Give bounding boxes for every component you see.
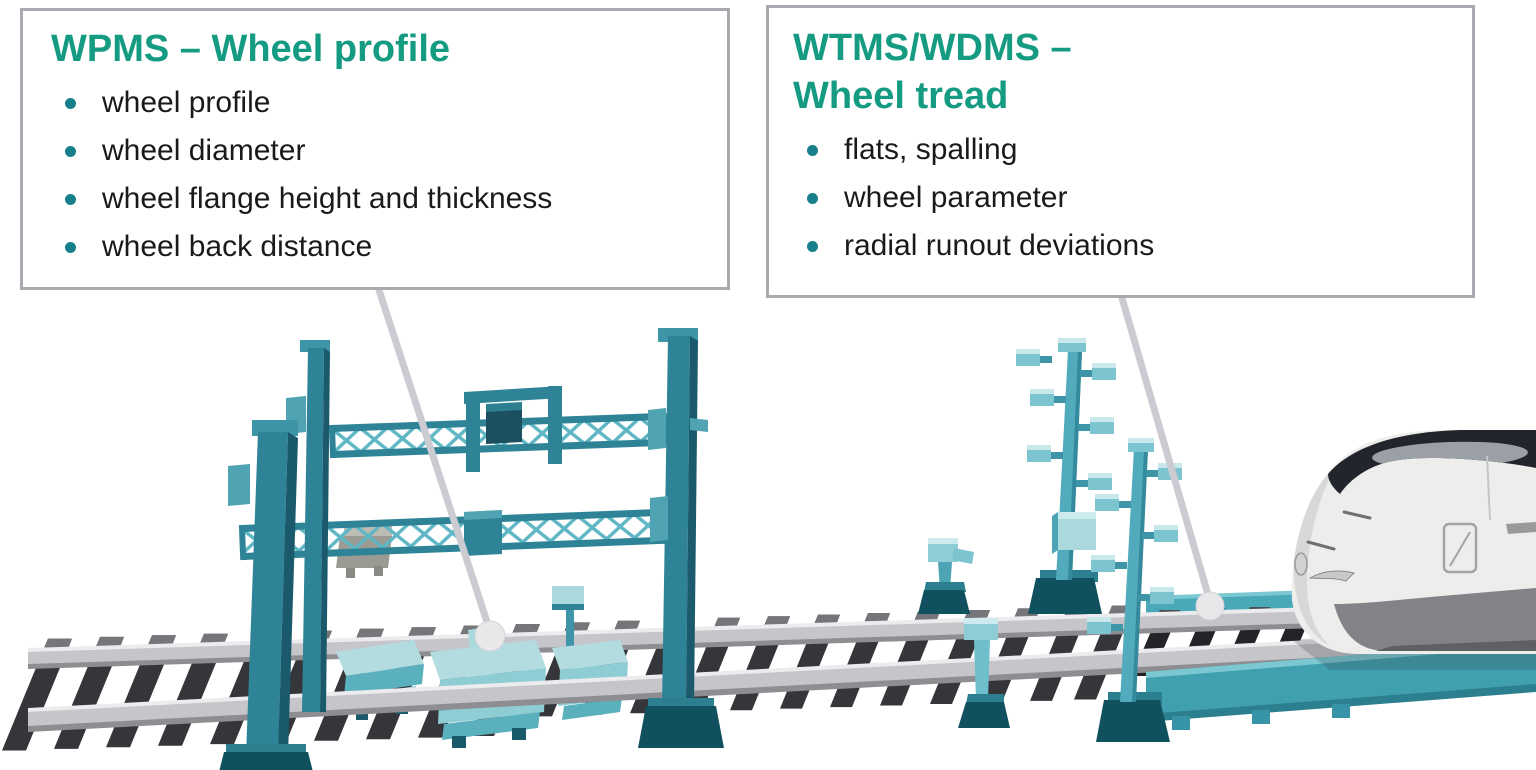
- bullet-text: wheel back distance: [102, 230, 373, 263]
- gantry-post: [286, 340, 330, 712]
- bullet-text: radial runout deviations: [844, 229, 1155, 262]
- list-item: wheel diameter: [51, 127, 719, 175]
- wpms-callout-box: WPMS – Wheel profile wheel profile wheel…: [20, 8, 730, 290]
- bullet-dot-icon: [807, 192, 818, 204]
- bullet-dot-icon: [65, 241, 76, 253]
- gantry-post: [219, 420, 313, 770]
- near-rail: [28, 628, 1536, 732]
- bullet-dot-icon: [65, 193, 76, 205]
- gantry-hood: [464, 386, 562, 472]
- trackside-sensor: [958, 618, 1010, 728]
- high-speed-train-nose: [1291, 430, 1536, 670]
- trackside-sensor: [918, 538, 974, 614]
- list-item: wheel parameter: [793, 174, 1464, 222]
- bullet-text: wheel profile: [102, 86, 271, 119]
- wtms-bullet-list: flats, spalling wheel parameter radial r…: [793, 126, 1464, 270]
- bullet-text: wheel flange height and thickness: [102, 182, 553, 215]
- bullet-dot-icon: [807, 240, 818, 252]
- bullet-text: wheel diameter: [102, 134, 306, 167]
- wpms-bullet-list: wheel profile wheel diameter wheel flang…: [51, 79, 719, 271]
- right-callout-marker-circle: [1195, 591, 1225, 621]
- bullet-text: wheel parameter: [844, 181, 1068, 214]
- left-callout-marker-circle: [474, 620, 506, 652]
- left-callout-line: [375, 286, 493, 632]
- callout-connectors: [375, 286, 1225, 652]
- measurement-gantry: [219, 328, 724, 770]
- wheel-profile-measurement-units: [336, 526, 974, 748]
- list-item: wheel flange height and thickness: [51, 175, 719, 223]
- sensor-masts: [1016, 338, 1182, 742]
- wtms-wdms-title: WTMS/WDMS – Wheel tread: [793, 24, 1464, 120]
- list-item: wheel profile: [51, 79, 719, 127]
- right-callout-line: [1118, 294, 1213, 602]
- gantry-post: [638, 328, 724, 748]
- sensor-mast: [1087, 438, 1182, 742]
- list-item: wheel back distance: [51, 223, 719, 271]
- bullet-text: flats, spalling: [844, 133, 1018, 166]
- sensor-mast: [1016, 338, 1116, 614]
- bullet-dot-icon: [65, 97, 76, 109]
- title-line-1: WTMS/WDMS –: [793, 27, 1072, 69]
- bullet-dot-icon: [807, 144, 818, 156]
- bullet-dot-icon: [65, 145, 76, 157]
- list-item: radial runout deviations: [793, 222, 1464, 270]
- wpms-title: WPMS – Wheel profile: [51, 28, 451, 70]
- title-line-2: Wheel tread: [793, 75, 1009, 117]
- list-item: flats, spalling: [793, 126, 1464, 174]
- wtms-wdms-callout-box: WTMS/WDMS – Wheel tread flats, spalling w…: [766, 5, 1475, 298]
